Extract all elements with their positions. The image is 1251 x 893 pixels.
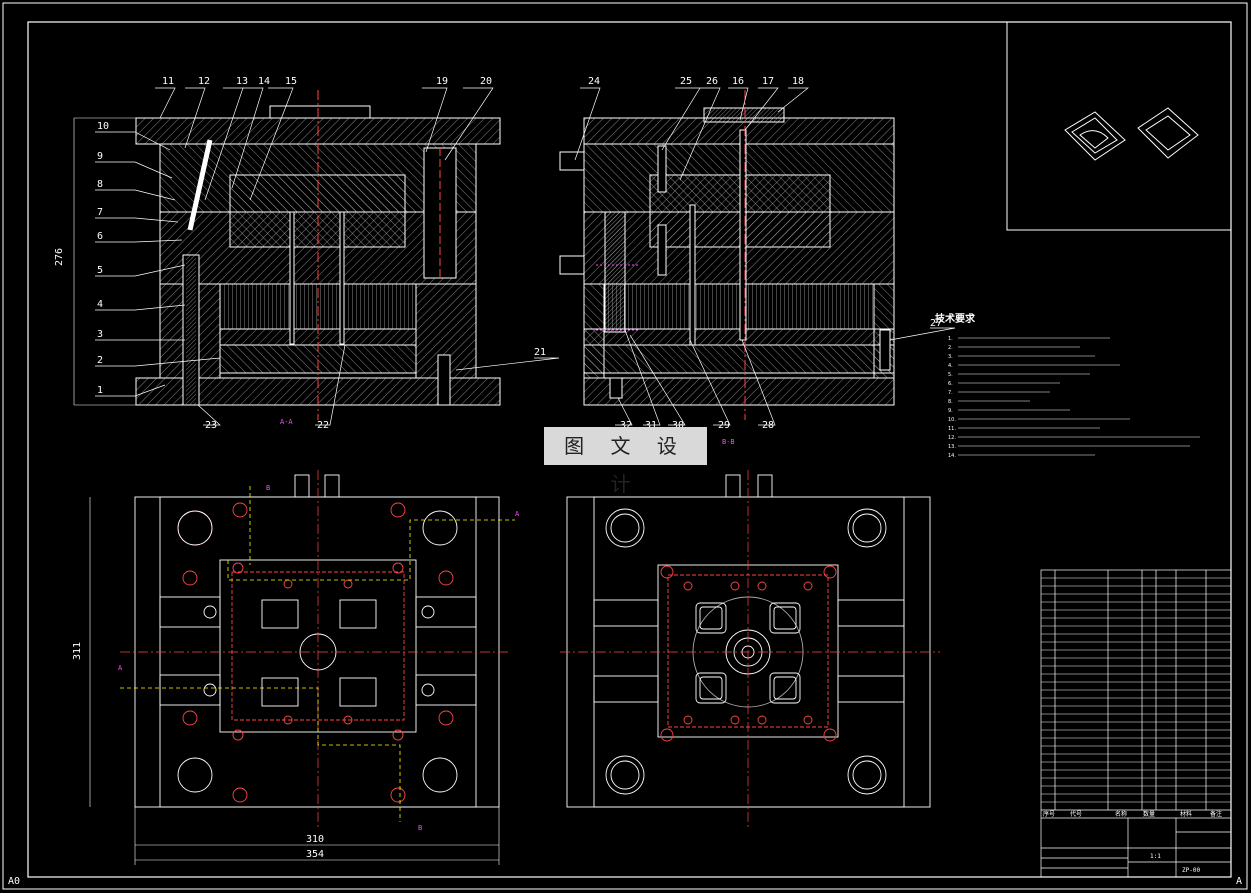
plan-left-labels: 310 354 311 A A B B <box>72 484 520 860</box>
callout-15: 15 <box>285 76 297 87</box>
tech-line-12: 12. <box>948 435 956 441</box>
leaders-left <box>95 87 560 426</box>
dim-276: 276 <box>54 248 65 266</box>
callout-22: 22 <box>317 420 329 431</box>
product-view-box <box>1006 21 1232 231</box>
tech-line-4: 4. <box>948 363 953 369</box>
callout-9: 9 <box>97 151 103 162</box>
callout-20: 20 <box>480 76 492 87</box>
title-block <box>1040 569 1232 878</box>
tech-line-6: 6. <box>948 381 953 387</box>
tech-title: 技术要求 <box>935 312 976 325</box>
tech-line-9: 9. <box>948 408 953 414</box>
tech-line-7: 7. <box>948 390 953 396</box>
callout-5: 5 <box>97 265 103 276</box>
view-label-b: B-B <box>722 438 735 446</box>
callout-23: 23 <box>205 420 217 431</box>
tech-line-14: 14. <box>948 453 956 459</box>
product-sketch <box>1064 107 1199 161</box>
callout-12: 12 <box>198 76 210 87</box>
section-mark-b-1: B <box>266 484 270 492</box>
bom-col-name: 名称 <box>1115 810 1127 818</box>
plan-right-centerlines <box>560 470 940 830</box>
callout-26: 26 <box>706 76 718 87</box>
callout-2: 2 <box>97 355 103 366</box>
bom-col-no: 序号 <box>1043 810 1055 818</box>
section-view-a: 2 7 6 <box>54 90 501 420</box>
callout-24: 24 <box>588 76 600 87</box>
tech-line-3: 3. <box>948 354 953 360</box>
plan-view-left <box>134 474 500 808</box>
callout-32: 32 <box>620 420 632 431</box>
technical-requirements: 技术要求 1. 2. 3. 4. 5. 6. 7. 8. 9. 10. 11. … <box>935 312 1200 459</box>
callout-7: 7 <box>97 207 103 218</box>
inner-frame <box>27 21 1232 878</box>
callout-6: 6 <box>97 231 103 242</box>
bom-col-material: 材料 <box>1180 810 1192 818</box>
tech-line-1: 1. <box>948 336 953 342</box>
callout-13: 13 <box>236 76 248 87</box>
section-mark-b-2: B <box>418 824 422 832</box>
section-mark-a-2: A <box>118 664 123 672</box>
sheet-size-mark: A0 <box>8 876 20 887</box>
tech-line-2: 2. <box>948 345 953 351</box>
plan-view-right <box>566 474 931 808</box>
callout-16: 16 <box>732 76 744 87</box>
callout-1: 1 <box>97 385 103 396</box>
plan-left-screws <box>182 502 454 803</box>
bom-rows <box>1041 577 1231 803</box>
view-label-a: A-A <box>280 418 293 426</box>
scale: 1:1 <box>1150 853 1161 860</box>
leaders-right <box>574 87 956 426</box>
section-view-b <box>559 90 895 420</box>
callout-30: 30 <box>672 420 684 431</box>
callout-27: 27 <box>930 318 942 329</box>
tech-line-10: 10. <box>948 417 956 423</box>
sheet-zone-mark: A <box>1236 876 1242 887</box>
callout-8: 8 <box>97 179 103 190</box>
drawing-number: ZP-00 <box>1182 867 1200 874</box>
bom-header: 序号 代号 名称 数量 材料 备注 ZP-00 1:1 <box>1043 810 1222 874</box>
callout-19: 19 <box>436 76 448 87</box>
callouts-right: 24 25 26 16 17 18 32 31 30 29 28 27 B-B <box>588 76 942 446</box>
tech-line-11: 11. <box>948 426 956 432</box>
plan-left-section-lines <box>120 486 515 822</box>
bom-col-qty: 数量 <box>1143 810 1155 818</box>
callout-28: 28 <box>762 420 774 431</box>
dim-310: 310 <box>306 834 324 845</box>
tech-line-8: 8. <box>948 399 953 405</box>
section-mark-a-1: A <box>515 510 520 518</box>
callout-17: 17 <box>762 76 774 87</box>
callout-11: 11 <box>162 76 174 87</box>
callout-31: 31 <box>645 420 657 431</box>
callout-3: 3 <box>97 329 103 340</box>
callouts-left: 11 12 13 14 15 19 20 10 9 8 7 6 5 4 3 2 … <box>97 76 546 431</box>
tech-line-13: 13. <box>948 444 956 450</box>
plan-left-centerlines <box>120 470 510 830</box>
bom-col-remark: 备注 <box>1210 810 1222 818</box>
bom-col-code: 代号 <box>1070 810 1082 818</box>
callout-25: 25 <box>680 76 692 87</box>
dim-354: 354 <box>306 849 324 860</box>
callout-14: 14 <box>258 76 270 87</box>
callout-29: 29 <box>718 420 730 431</box>
callout-10: 10 <box>97 121 109 132</box>
tech-line-5: 5. <box>948 372 953 378</box>
callout-18: 18 <box>792 76 804 87</box>
callout-21: 21 <box>534 347 546 358</box>
plan-right-screws <box>660 565 837 742</box>
callout-4: 4 <box>97 299 103 310</box>
plan-left-dims <box>89 497 500 865</box>
dim-311: 311 <box>72 642 83 660</box>
watermark: 图 文 设 计 <box>544 427 707 496</box>
